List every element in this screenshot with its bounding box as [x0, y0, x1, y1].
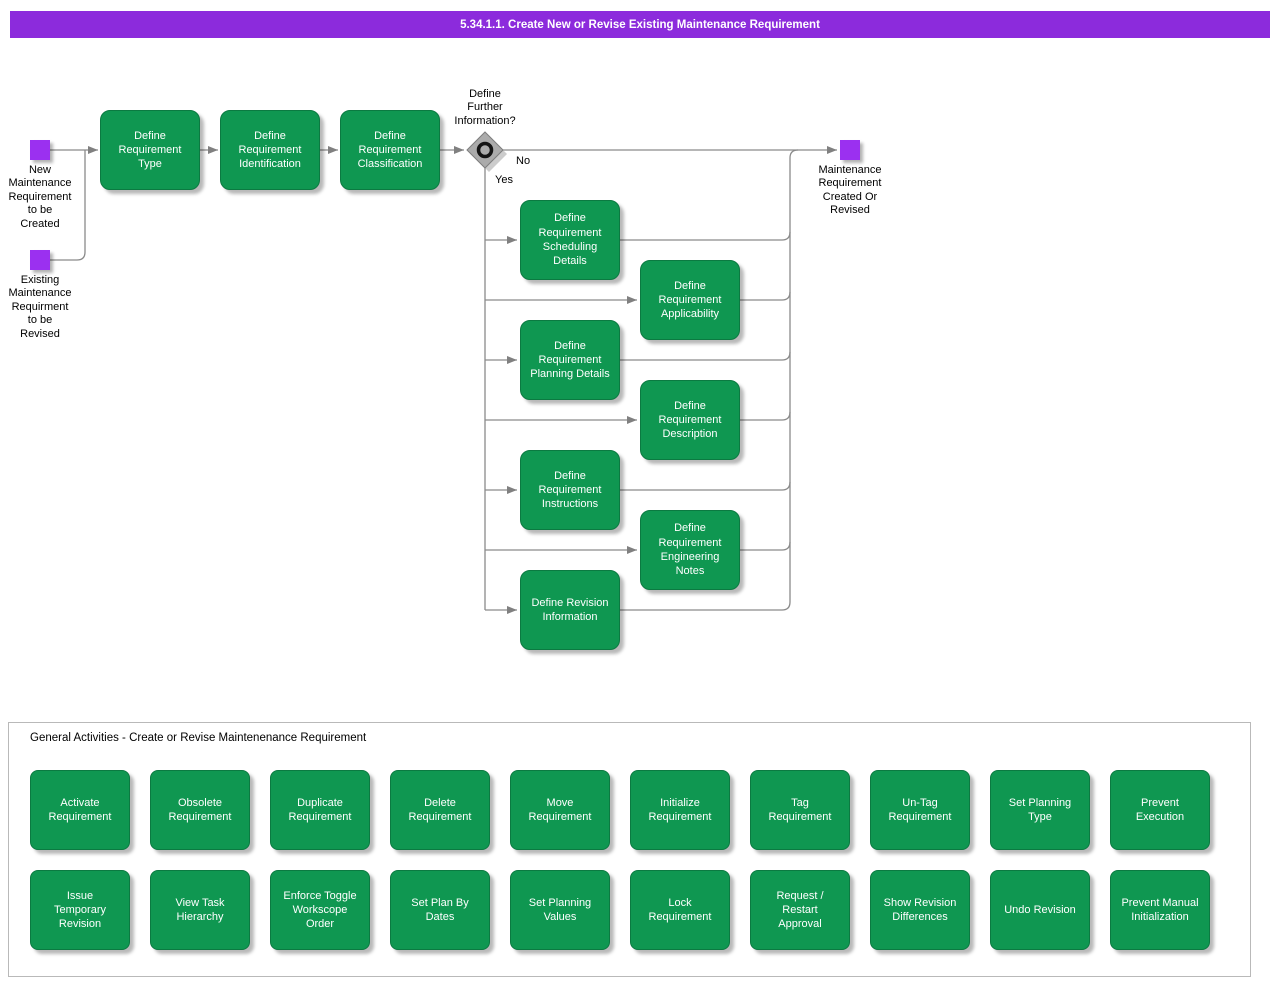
step-define-requirement-planning-details[interactable]: Define Requirement Planning Details — [520, 320, 620, 400]
activity-tag-requirement[interactable]: Tag Requirement — [750, 770, 850, 850]
step-define-requirement-engineering-notes[interactable]: Define Requirement Engineering Notes — [640, 510, 740, 590]
step-define-requirement-identification[interactable]: Define Requirement Identification — [220, 110, 320, 190]
connector-out-description — [740, 411, 791, 421]
step-define-requirement-instructions[interactable]: Define Requirement Instructions — [520, 450, 620, 530]
activity-move-requirement[interactable]: Move Requirement — [510, 770, 610, 850]
activity-lock-requirement[interactable]: Lock Requirement — [630, 870, 730, 950]
connector-out-revision — [620, 601, 791, 611]
activity-prevent-manual-initialization[interactable]: Prevent Manual Initialization — [1110, 870, 1210, 950]
activity-enforce-toggle-workscope-order[interactable]: Enforce Toggle Workscope Order — [270, 870, 370, 950]
activity-activate-requirement[interactable]: Activate Requirement — [30, 770, 130, 850]
start-event-new-label: New Maintenance Requirement to be Create… — [8, 164, 72, 230]
activity-untag-requirement[interactable]: Un-Tag Requirement — [870, 770, 970, 850]
step-define-requirement-type[interactable]: Define Requirement Type — [100, 110, 200, 190]
gateway-yes-label: Yes — [495, 174, 513, 186]
start-event-existing-label: Existing Maintenance Requirment to be Re… — [8, 274, 72, 340]
activity-show-revision-differences[interactable]: Show Revision Differences — [870, 870, 970, 950]
step-define-requirement-scheduling-details[interactable]: Define Requirement Scheduling Details — [520, 200, 620, 280]
start-event-existing — [30, 250, 50, 270]
activity-view-task-hierarchy[interactable]: View Task Hierarchy — [150, 870, 250, 950]
activity-obsolete-requirement[interactable]: Obsolete Requirement — [150, 770, 250, 850]
activity-issue-temporary-revision[interactable]: Issue Temporary Revision — [30, 870, 130, 950]
activity-set-planning-values[interactable]: Set Planning Values — [510, 870, 610, 950]
start-event-new — [30, 140, 50, 160]
activity-prevent-execution[interactable]: Prevent Execution — [1110, 770, 1210, 850]
activity-set-plan-by-dates[interactable]: Set Plan By Dates — [390, 870, 490, 950]
gateway-question-label: Define Further Information? — [454, 88, 516, 127]
step-define-requirement-classification[interactable]: Define Requirement Classification — [340, 110, 440, 190]
page-title: 5.34.1.1. Create New or Revise Existing … — [10, 11, 1270, 38]
connector-out-scheduling — [620, 231, 791, 241]
flow-connectors — [50, 131, 837, 614]
general-activities-title: General Activities - Create or Revise Ma… — [30, 732, 367, 744]
activity-duplicate-requirement[interactable]: Duplicate Requirement — [270, 770, 370, 850]
connector-out-applicability — [740, 291, 791, 301]
gateway-circle-icon — [476, 141, 494, 159]
gateway-no-label: No — [516, 155, 531, 167]
step-define-requirement-description[interactable]: Define Requirement Description — [640, 380, 740, 460]
activity-initialize-requirement[interactable]: Initialize Requirement — [630, 770, 730, 850]
step-define-requirement-applicability[interactable]: Define Requirement Applicability — [640, 260, 740, 340]
step-define-revision-information[interactable]: Define Revision Information — [520, 570, 620, 650]
decision-gateway — [466, 131, 507, 172]
connector-out-engineering — [740, 541, 791, 551]
connector-existing-merge — [50, 150, 86, 261]
end-event-label: Maintenance Requirement Created Or Revis… — [818, 164, 882, 217]
activity-set-planning-type[interactable]: Set Planning Type — [990, 770, 1090, 850]
activity-undo-revision[interactable]: Undo Revision — [990, 870, 1090, 950]
connector-out-instructions — [620, 481, 791, 491]
connector-collector — [789, 149, 799, 602]
activity-request-restart-approval[interactable]: Request / Restart Approval — [750, 870, 850, 950]
activity-delete-requirement[interactable]: Delete Requirement — [390, 770, 490, 850]
end-event — [840, 140, 860, 160]
connector-out-planning — [620, 351, 791, 361]
